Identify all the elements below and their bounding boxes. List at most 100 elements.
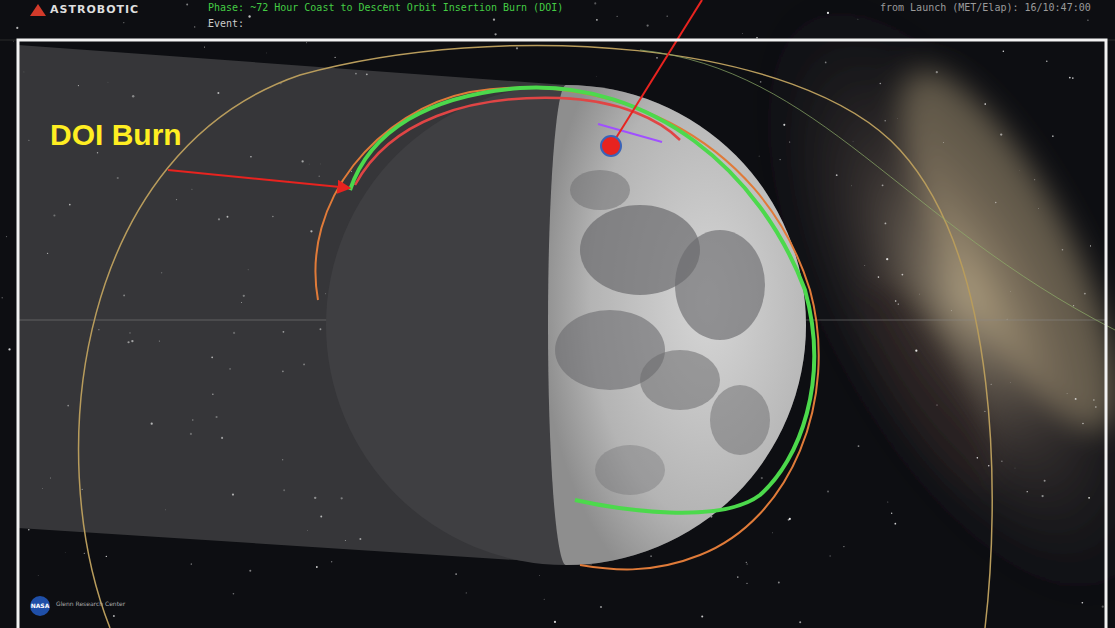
star <box>878 276 880 278</box>
star <box>758 155 760 157</box>
star <box>879 83 881 85</box>
star <box>493 19 495 21</box>
nasa-logo <box>30 596 50 616</box>
star <box>761 477 763 479</box>
star <box>936 71 938 73</box>
star <box>701 615 703 617</box>
star <box>1082 602 1084 604</box>
nasa-logo-text: NASA <box>31 603 50 610</box>
landing-site-marker <box>601 136 621 156</box>
doi-arrow <box>168 170 350 188</box>
star <box>249 570 251 572</box>
star <box>829 555 831 557</box>
star <box>951 310 952 311</box>
star <box>1084 293 1086 295</box>
star <box>37 575 39 577</box>
star <box>902 274 904 276</box>
star <box>827 490 829 492</box>
landing-site-leader <box>611 0 702 146</box>
star <box>789 141 790 142</box>
star <box>783 124 785 126</box>
star <box>942 141 944 143</box>
red-orbit <box>355 98 680 185</box>
star <box>494 33 496 35</box>
star <box>1 297 2 298</box>
star <box>1052 135 1054 137</box>
star <box>1102 606 1104 608</box>
star <box>977 457 979 459</box>
lunar-maria <box>555 170 770 495</box>
orange-orbit <box>315 88 818 570</box>
star <box>64 551 66 553</box>
star <box>539 574 541 576</box>
star <box>741 32 743 34</box>
star <box>1001 461 1003 463</box>
star <box>984 411 985 412</box>
star <box>6 236 7 237</box>
star <box>779 159 780 160</box>
star <box>760 81 762 83</box>
star <box>884 120 886 122</box>
star <box>1010 291 1012 293</box>
star <box>894 523 896 525</box>
star <box>306 42 308 44</box>
milky-way <box>659 0 1115 628</box>
star <box>84 553 85 554</box>
star <box>1073 305 1074 306</box>
star <box>915 350 917 352</box>
star <box>885 223 887 225</box>
star <box>746 562 747 563</box>
star <box>1014 467 1016 469</box>
screenshot-frame <box>18 40 1106 628</box>
star <box>799 621 801 623</box>
star <box>737 576 739 578</box>
star <box>886 258 888 260</box>
star <box>596 19 598 21</box>
star <box>843 546 844 547</box>
star <box>204 47 205 48</box>
star <box>771 532 773 534</box>
doi-burn-label: DOI Burn <box>50 118 182 153</box>
star <box>1038 208 1040 210</box>
star <box>1095 406 1097 408</box>
star <box>825 62 827 64</box>
star <box>266 52 268 54</box>
star <box>882 184 884 186</box>
star <box>331 561 332 562</box>
star <box>1044 480 1046 482</box>
star <box>554 621 556 623</box>
star <box>123 22 125 24</box>
star <box>617 16 618 17</box>
star <box>1003 51 1005 53</box>
star <box>334 57 335 58</box>
star <box>898 303 899 304</box>
star <box>1034 179 1035 180</box>
star <box>747 564 748 565</box>
star <box>28 529 29 530</box>
phase-text: Phase: ~72 Hour Coast to Descent Orbit I… <box>208 2 563 14</box>
star <box>233 593 235 595</box>
star <box>746 583 747 584</box>
star <box>897 118 899 120</box>
star <box>600 606 602 608</box>
star <box>191 563 192 564</box>
star <box>650 555 651 556</box>
center-name: Glenn Research Center <box>56 601 125 608</box>
star <box>789 518 791 520</box>
star <box>1066 393 1068 395</box>
star <box>1090 245 1091 246</box>
star <box>984 103 986 105</box>
star <box>595 76 597 78</box>
star <box>1075 398 1077 400</box>
astrobotic-logo <box>30 4 46 16</box>
star <box>1027 491 1028 492</box>
star <box>850 185 852 187</box>
star <box>895 300 897 302</box>
star <box>8 348 10 350</box>
star <box>1087 20 1088 21</box>
star <box>988 465 990 467</box>
star <box>543 598 545 600</box>
star <box>937 404 938 405</box>
star <box>1082 423 1083 424</box>
